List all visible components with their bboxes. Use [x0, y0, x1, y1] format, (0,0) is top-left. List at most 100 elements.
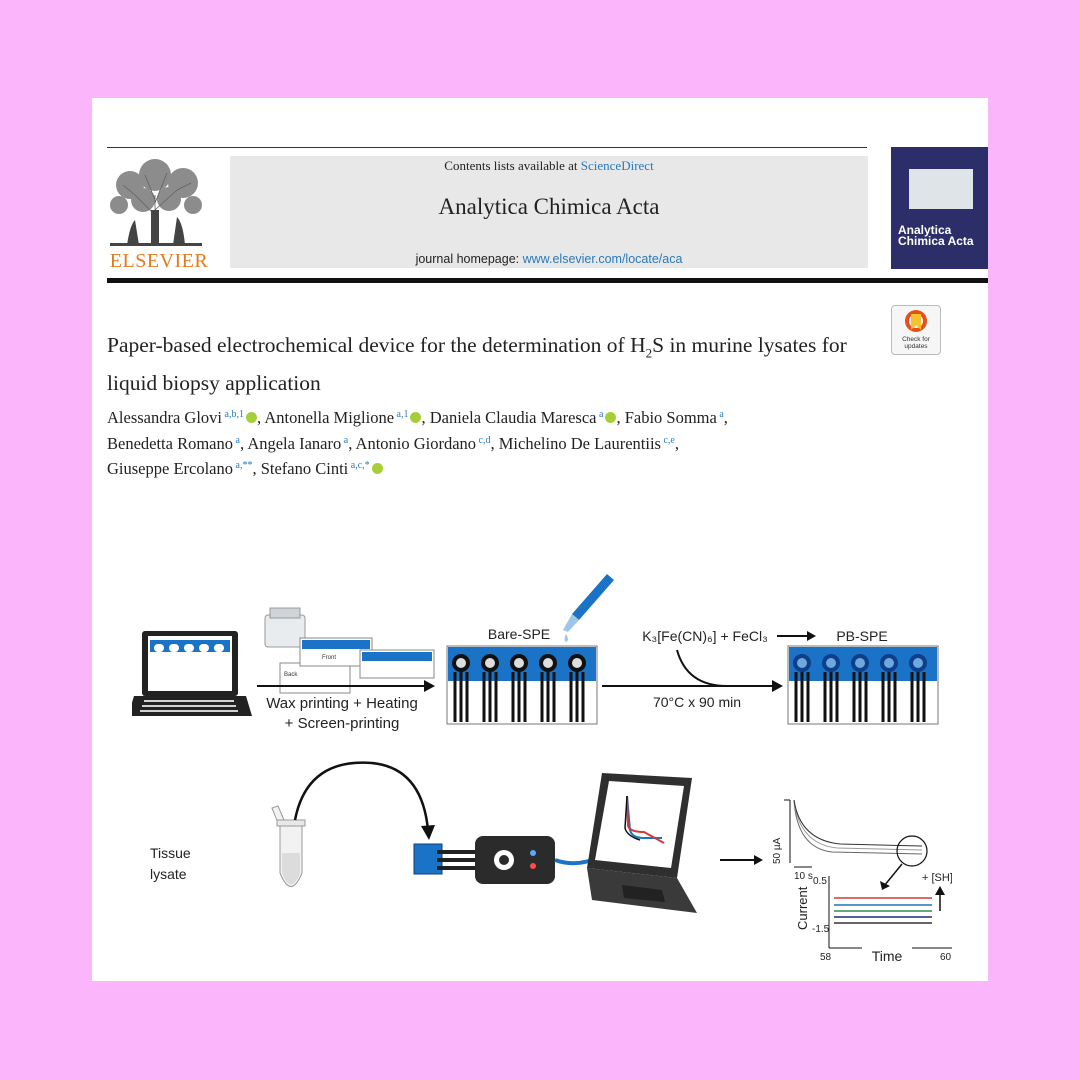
- paper-page: ELSEVIER Contents lists available at Sci…: [92, 98, 988, 981]
- cover-image: [909, 169, 973, 209]
- electrode-lead: [887, 672, 891, 722]
- author-affiliation[interactable]: a: [716, 409, 724, 420]
- step1-arrow-head: [424, 680, 435, 692]
- journal-header-box: Contents lists available at ScienceDirec…: [230, 156, 868, 268]
- transfer-arrow-head: [421, 825, 435, 840]
- author-name[interactable]: Fabio Somma: [624, 408, 717, 427]
- author-list: Alessandra Glovi a,b,1, Antonella Miglio…: [107, 408, 728, 478]
- scale-current-label: 50 µA: [772, 837, 783, 864]
- header-bottom-rule: [107, 278, 988, 283]
- author-name[interactable]: Daniela Claudia Maresca: [429, 408, 597, 427]
- electrode-lead: [893, 672, 897, 722]
- homepage-link[interactable]: www.elsevier.com/locate/aca: [522, 252, 683, 266]
- sheet-back-label: Back: [284, 672, 298, 678]
- author-affiliation[interactable]: c,d: [476, 434, 491, 446]
- author-affiliation[interactable]: a: [596, 409, 604, 420]
- contents-prefix: Contents lists available at: [444, 158, 581, 173]
- electrode-lead: [540, 672, 544, 722]
- title-subscript: 2: [645, 345, 653, 361]
- reagent-arrow-head: [807, 631, 816, 641]
- electrode-lead: [829, 672, 833, 722]
- author-affiliation[interactable]: a,1: [394, 409, 409, 420]
- reagents-label: K₃[Fe(CN)₆] + FeCl₃: [642, 628, 768, 644]
- electrode-lead: [459, 672, 463, 722]
- working-electrode: [485, 658, 495, 668]
- pipette-icon: [563, 574, 614, 642]
- electrode-lead: [922, 672, 926, 722]
- sheet-front-label: Front: [322, 655, 336, 661]
- electrode-lead: [800, 672, 804, 722]
- author-name[interactable]: Angela Ianaro: [247, 433, 342, 453]
- potentiostat-device: [413, 836, 603, 884]
- check-for-updates-badge[interactable]: Check for updates: [891, 305, 941, 355]
- author-affiliation[interactable]: a,c,*: [348, 460, 370, 471]
- tissue-label-line1: Tissue: [150, 845, 191, 861]
- inset-x-axis-label: Time: [872, 948, 903, 964]
- working-electrode: [572, 658, 582, 668]
- elsevier-tree-logo: [105, 155, 207, 247]
- bookmark-icon: [905, 310, 927, 332]
- author-name[interactable]: Stefano Cinti: [260, 459, 349, 478]
- working-electrode: [913, 658, 923, 668]
- pb-spe-electrode: [787, 645, 939, 725]
- inset-current-plot: [828, 876, 952, 949]
- author-affiliation[interactable]: a,**: [233, 460, 253, 471]
- author-affiliation[interactable]: c,e: [660, 434, 675, 446]
- electrode-lead: [552, 672, 556, 722]
- inset-y-bottom: -1.5: [812, 924, 830, 935]
- article-title: Paper-based electrochemical device for t…: [107, 330, 867, 399]
- electrode-lead: [546, 672, 550, 722]
- working-electrode: [855, 658, 865, 668]
- author-name[interactable]: Antonella Miglione: [264, 408, 395, 427]
- author-name[interactable]: Alessandra Glovi: [107, 408, 223, 427]
- electrode-lead: [806, 672, 810, 722]
- electrode-lead: [465, 672, 469, 722]
- electrode-lead: [910, 672, 914, 722]
- electrode-lead: [916, 672, 920, 722]
- electrode-lead: [494, 672, 498, 722]
- condition-label: 70°C x 90 min: [653, 694, 741, 710]
- sciencedirect-link[interactable]: ScienceDirect: [580, 158, 654, 173]
- author-name[interactable]: Benedetta Romano: [107, 433, 234, 453]
- electrode-lead: [482, 672, 486, 722]
- electrode-lead: [794, 672, 798, 722]
- header-top-rule: [107, 147, 867, 148]
- step2-arrow-head: [772, 680, 783, 692]
- author-name[interactable]: Michelino De Laurentiis: [498, 433, 661, 453]
- orcid-icon[interactable]: [410, 412, 422, 423]
- journal-cover: Analytica Chimica Acta: [891, 147, 988, 269]
- check-updates-label: Check for updates: [902, 336, 930, 350]
- cover-title: Analytica Chimica Acta: [898, 223, 974, 248]
- electrode-lead: [858, 672, 862, 722]
- working-electrode: [826, 658, 836, 668]
- graphical-abstract: Back Front Wax printing + Heating + Scre…: [132, 574, 952, 964]
- wax-printed-sheets: [279, 637, 435, 694]
- author-affiliation[interactable]: a: [341, 434, 349, 446]
- author-name[interactable]: Giuseppe Ercolano: [107, 459, 233, 478]
- electrode-lead: [488, 672, 492, 722]
- electrode-lead: [569, 672, 573, 722]
- electrode-lead: [881, 672, 885, 722]
- author-affiliation[interactable]: a,b,1: [222, 409, 244, 420]
- title-part-1: Paper-based electrochemical device for t…: [107, 333, 646, 357]
- orcid-icon[interactable]: [245, 412, 257, 423]
- electrode-lead: [864, 672, 868, 722]
- author-affiliation[interactable]: a: [233, 434, 240, 446]
- electrode-lead: [852, 672, 856, 722]
- electrode-lead: [835, 672, 839, 722]
- orcid-icon[interactable]: [605, 412, 617, 423]
- contents-line: Contents lists available at ScienceDirec…: [230, 158, 868, 174]
- step1-label-line2: + Screen-printing: [285, 715, 400, 732]
- homepage-line: journal homepage: www.elsevier.com/locat…: [230, 252, 868, 266]
- journal-title: Analytica Chimica Acta: [438, 194, 660, 219]
- working-electrode: [797, 658, 807, 668]
- author-name[interactable]: Antonio Giordano: [355, 433, 477, 453]
- electrode-lead: [517, 672, 521, 722]
- sh-concentration-label: + [SH]: [922, 872, 952, 884]
- title-part-2: S in murine lysates for liquid biopsy ap…: [107, 333, 847, 396]
- orcid-icon[interactable]: [371, 463, 383, 474]
- homepage-prefix: journal homepage:: [415, 252, 523, 266]
- electrode-lead: [823, 672, 827, 722]
- laptop-design-icon: [132, 631, 252, 716]
- electrode-lead: [575, 672, 579, 722]
